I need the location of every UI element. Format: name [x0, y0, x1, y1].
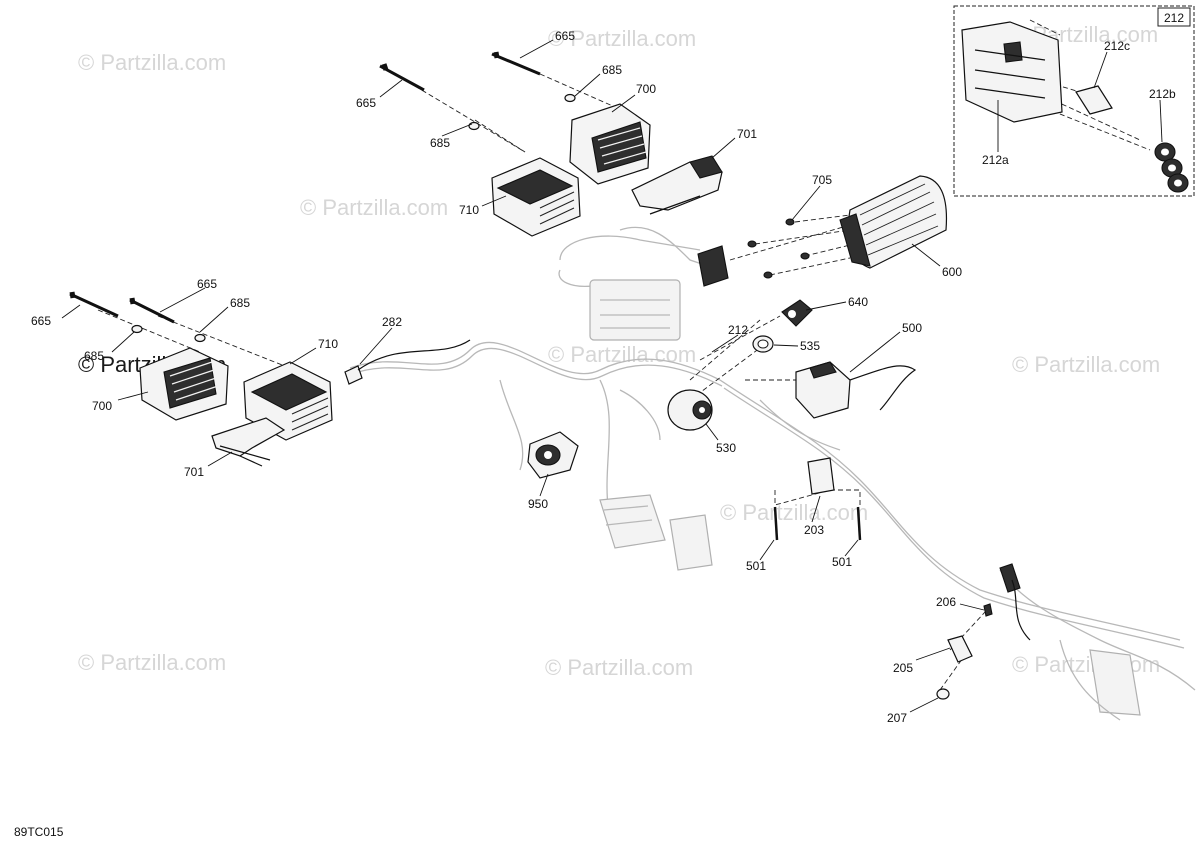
screw-665-top-b	[491, 51, 541, 76]
callout-700: 700	[92, 399, 112, 413]
callout-600: 600	[942, 265, 962, 279]
callout-labels: 665 685 700 701 685 665 710 705 600 640 …	[31, 29, 1176, 725]
detail-ref-label: 212	[1164, 11, 1184, 25]
washer-685-left-a	[131, 324, 143, 334]
detail-ref-box	[1157, 7, 1191, 27]
connector-206	[983, 603, 993, 617]
watermark: © Partzilla.com	[545, 655, 693, 680]
callout-710: 710	[318, 337, 338, 351]
screw-501-a	[773, 506, 779, 541]
seal-212c-shape	[1075, 85, 1113, 115]
screw-665-top-a	[379, 63, 425, 92]
parts	[69, 51, 1031, 700]
callout-212a: 212a	[982, 153, 1009, 167]
nut-207	[936, 688, 950, 700]
callout-950: 950	[528, 497, 548, 511]
leader-lines	[61, 39, 1163, 713]
wiring-harness-ghost	[349, 226, 1196, 721]
callout-203: 203	[804, 523, 824, 537]
callout-205: 205	[893, 661, 913, 675]
callout-640: 640	[848, 295, 868, 309]
sensor-530	[667, 389, 713, 431]
callout-685: 685	[430, 136, 450, 150]
module-700-top	[569, 103, 651, 185]
bracket-203	[807, 457, 835, 495]
socket-950	[527, 431, 579, 479]
callout-501: 501	[746, 559, 766, 573]
callout-685: 685	[602, 63, 622, 77]
watermark: © Partzilla.com	[548, 26, 696, 51]
screws-705	[747, 218, 810, 279]
callout-665: 665	[555, 29, 575, 43]
cover-600	[839, 175, 948, 269]
washer-685-top-b	[564, 93, 576, 103]
watermark: © Partzilla.com	[720, 500, 868, 525]
clip-205	[947, 635, 973, 663]
bracket-701-left	[211, 417, 286, 467]
module-700-left	[139, 347, 229, 421]
callout-282: 282	[382, 315, 402, 329]
washer-685-top-a	[468, 121, 480, 131]
watermark: © Partzilla.com	[300, 195, 448, 220]
callout-212: 212	[728, 323, 748, 337]
callout-685: 685	[230, 296, 250, 310]
callout-700: 700	[636, 82, 656, 96]
callout-705: 705	[812, 173, 832, 187]
callout-207: 207	[887, 711, 907, 725]
switch-500	[795, 361, 917, 419]
callout-212c: 212c	[1104, 39, 1130, 53]
callout-535: 535	[800, 339, 820, 353]
connector-640	[781, 299, 813, 327]
detail-box-212: 212	[953, 5, 1195, 197]
callout-701: 701	[184, 465, 204, 479]
watermark: © Partzilla.com	[78, 50, 226, 75]
callout-530: 530	[716, 441, 736, 455]
connector-212a-shape	[961, 21, 1063, 123]
bracket-701-top	[631, 155, 723, 215]
washer-685-left-b	[194, 333, 206, 343]
assembly-lines	[97, 19, 1151, 691]
connector-212	[697, 245, 729, 287]
connector-282	[344, 365, 363, 385]
callout-665: 665	[197, 277, 217, 291]
terminals-212b-shape	[1154, 142, 1189, 193]
diagram-id: 89TC015	[14, 825, 64, 839]
watermark: © Partzilla.com	[78, 650, 226, 675]
callout-212b: 212b	[1149, 87, 1176, 101]
module-710-top	[491, 157, 581, 237]
screw-665-left-a	[69, 291, 119, 318]
watermark: © Partzilla.com	[1012, 652, 1160, 677]
callout-500: 500	[902, 321, 922, 335]
screw-665-left-b	[129, 297, 175, 324]
watermark: © Partzilla.com	[548, 342, 696, 367]
callout-501: 501	[832, 555, 852, 569]
watermark: © Partzilla.com	[1012, 352, 1160, 377]
callout-701: 701	[737, 127, 757, 141]
callout-665: 665	[31, 314, 51, 328]
callout-665: 665	[356, 96, 376, 110]
callout-710: 710	[459, 203, 479, 217]
screw-501-b	[856, 506, 862, 541]
callout-206: 206	[936, 595, 956, 609]
callout-685: 685	[84, 349, 104, 363]
